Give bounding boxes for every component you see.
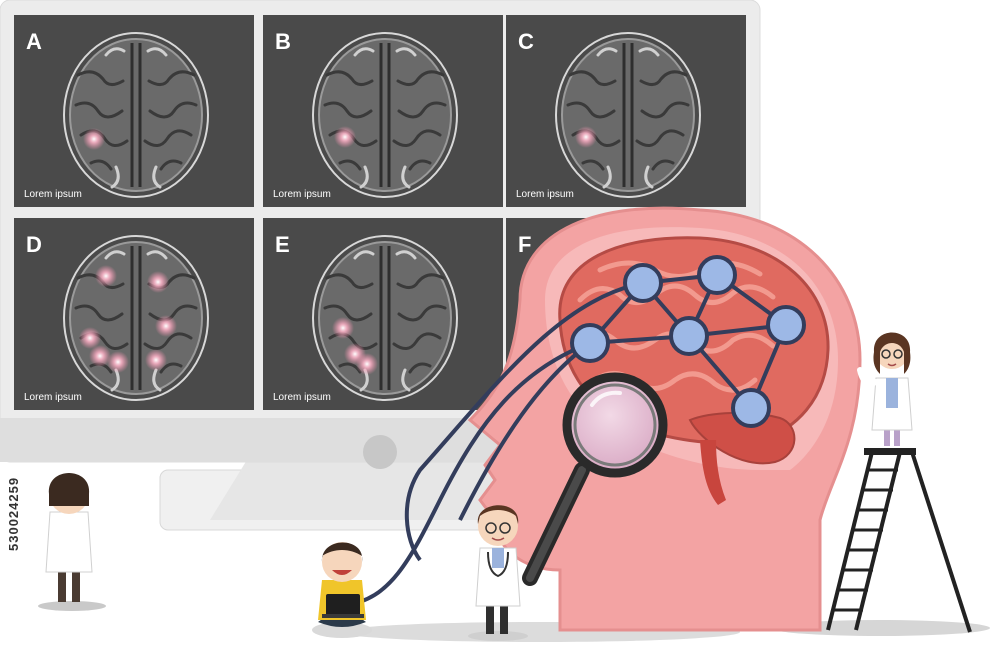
seated-character-with-laptop (312, 542, 372, 638)
scan-panel-caption: Lorem ipsum (24, 189, 82, 200)
lesion-highlight (145, 349, 167, 371)
scan-panel-letter: A (26, 29, 42, 54)
head-illustration (344, 206, 862, 632)
neural-network (344, 255, 806, 607)
scan-panel-a: A Lorem ipsum (14, 15, 254, 207)
lesion-highlight (147, 271, 169, 293)
lesion-highlight (83, 128, 105, 150)
network-node (697, 255, 737, 295)
scan-panel-c: C Lorem ipsum (506, 15, 746, 207)
floor-shadow (38, 601, 106, 611)
network-cable (458, 341, 592, 521)
network-node (570, 323, 610, 363)
doctor-male-character (468, 505, 528, 641)
brain-scan-image (311, 234, 459, 402)
network-cable (404, 281, 644, 562)
scan-panel-b: B Lorem ipsum (263, 15, 503, 207)
lesion-highlight (79, 327, 101, 349)
lesion-highlight (334, 126, 356, 148)
network-node (766, 305, 806, 345)
brain-scan-image (554, 31, 702, 199)
lesion-highlight (89, 345, 111, 367)
scan-panel-caption: Lorem ipsum (516, 189, 574, 200)
brain-scan-image (62, 234, 210, 402)
network-links (585, 272, 789, 410)
scan-panel-caption: Lorem ipsum (273, 392, 331, 403)
network-node (731, 388, 771, 428)
stock-id-label: 530024259 (6, 476, 21, 552)
scan-panel-caption: Lorem ipsum (24, 392, 82, 403)
lesion-highlight (155, 315, 177, 337)
scan-panel-letter: D (26, 232, 42, 257)
monitor-power-button (363, 435, 397, 469)
scan-panel-e: E Lorem ipsum (263, 218, 503, 410)
scan-panel-letter: F (518, 232, 531, 257)
scan-panel-letter: E (275, 232, 290, 257)
scan-panel-d: D Lorem ipsum (14, 218, 254, 410)
magnifying-glass-icon (522, 372, 668, 586)
scan-panel-caption: Lorem ipsum (273, 189, 331, 200)
scan-panel-letter: B (275, 29, 291, 54)
brain-cerebellum (688, 411, 796, 465)
brain-scan-image (62, 31, 210, 199)
lesion-highlight (575, 126, 597, 148)
doctor-female-character (857, 332, 913, 446)
doctor-back-view-character (45, 473, 93, 602)
lesion-highlight (356, 353, 378, 375)
brain-stem (700, 440, 726, 505)
network-cable (344, 341, 591, 607)
laptop-icon (326, 594, 360, 616)
network-node (669, 316, 709, 356)
lesion-highlight (332, 317, 354, 339)
brain-scan-image (311, 31, 459, 199)
floor-shadow (770, 620, 990, 636)
scan-panel-letter: C (518, 29, 534, 54)
monitor-stand-neck (210, 455, 560, 520)
lesion-highlight (107, 351, 129, 373)
ladder (826, 448, 972, 633)
lesion-highlight (95, 265, 117, 287)
network-node (623, 263, 663, 303)
